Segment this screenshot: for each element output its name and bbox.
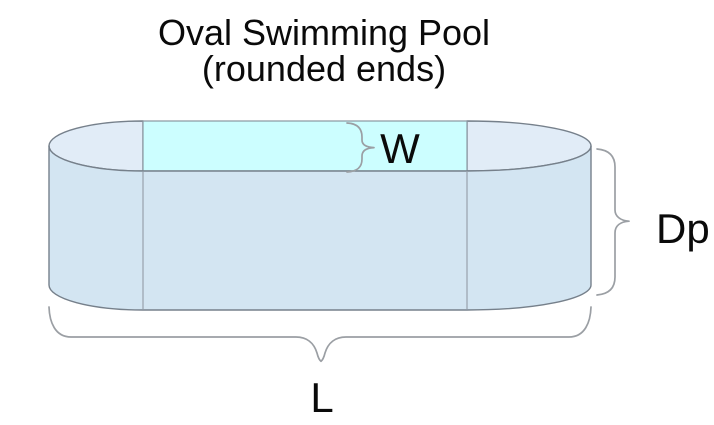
- depth-brace: [596, 148, 630, 296]
- diagram-title-line2: (rounded ends): [202, 48, 446, 89]
- pool-front-wall: [48, 145, 592, 311]
- diagram-title-line1: Oval Swimming Pool: [158, 12, 490, 53]
- length-label: L: [310, 374, 333, 421]
- width-label: W: [380, 125, 420, 172]
- depth-label: Dp: [656, 205, 710, 252]
- width-brace: [346, 122, 375, 173]
- length-brace: [48, 306, 592, 363]
